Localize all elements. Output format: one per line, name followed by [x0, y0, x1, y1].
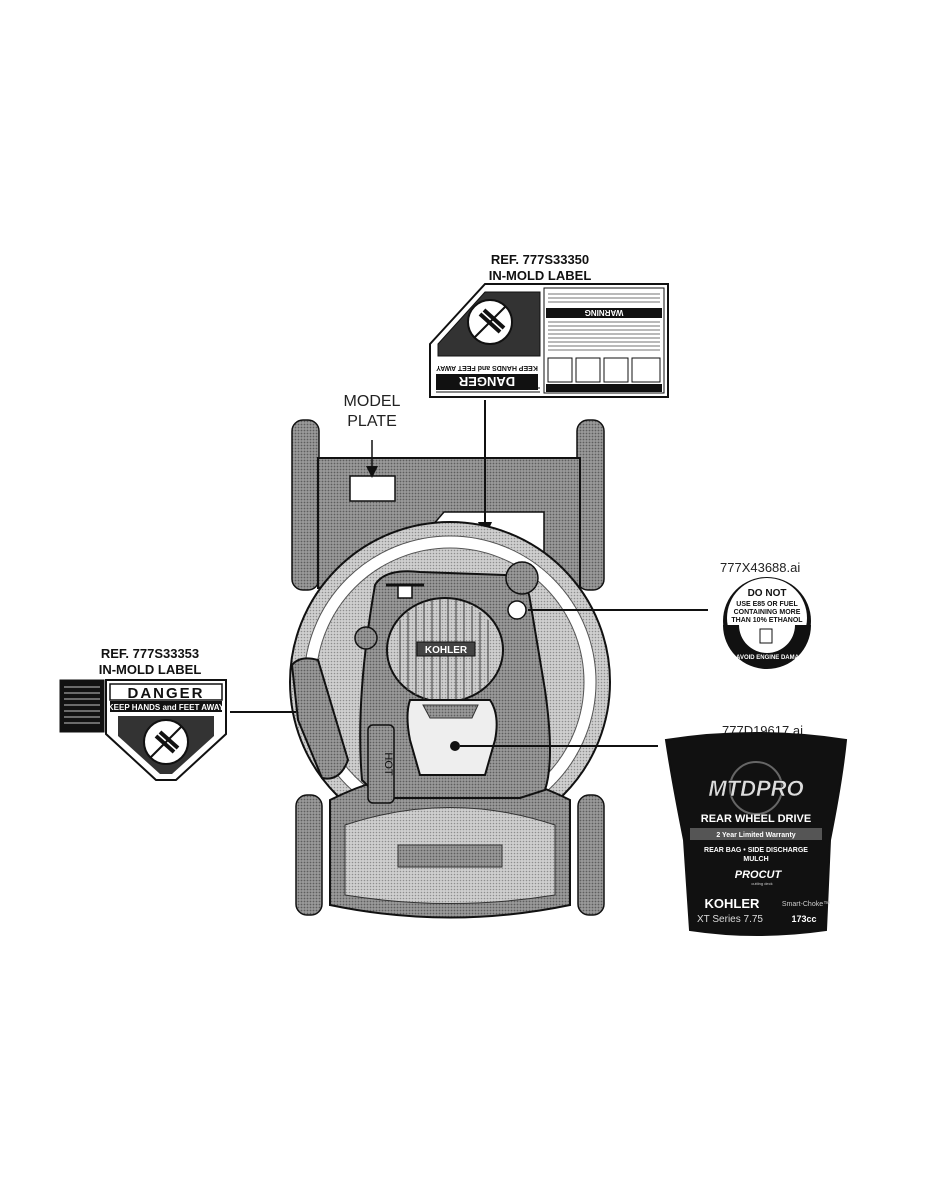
model-plate-line1: MODEL [343, 393, 401, 410]
fuel-decal-arc-text: TO AVOID ENGINE DAMAGE [726, 655, 807, 661]
fuel-decal-line4: THAN 10% ETHANOL [731, 617, 803, 624]
top-label-danger-subtitle: KEEP HANDS and FEET AWAY [436, 364, 538, 371]
front-right-wheel [577, 794, 605, 916]
brand-decal-deck-brand: PROCUT [735, 869, 783, 881]
engine-badge-text: KOHLER [425, 645, 468, 656]
brand-decal-deck-sub: cutting deck [751, 881, 772, 886]
brand-decal-displacement: 173cc [791, 914, 816, 924]
brand-decal-options-1: REAR BAG • SIDE DISCHARGE [704, 847, 808, 854]
brand-decal-warranty: 2 Year Limited Warranty [716, 832, 795, 839]
left-label-type: IN-MOLD LABEL [98, 662, 202, 677]
brand-decal-engine-series: XT Series 7.75 [697, 914, 763, 925]
left-label-danger-title: DANGER [127, 685, 204, 702]
left-label-danger-subtitle: KEEP HANDS and FEET AWAY [108, 703, 225, 712]
top-label-type: IN-MOLD LABEL [488, 268, 592, 283]
left-in-mold-label: DANGER KEEP HANDS and FEET AWAY [59, 679, 227, 781]
rear-left-wheel [291, 419, 320, 591]
model-plate-line2: PLATE [347, 413, 397, 430]
brand-decal-options-2: MULCH [743, 856, 768, 863]
fuel-decal-line3: CONTAINING MORE [734, 609, 801, 616]
brand-decal-engine-feature: Smart-Choke™ [782, 901, 830, 908]
left-label-callout: REF. 777S33353 IN-MOLD LABEL [80, 646, 220, 678]
side-discharge-door [290, 657, 350, 780]
hot-label: HOT [382, 752, 394, 776]
top-in-mold-label: DANGER KEEP HANDS and FEET AWAY WARNING [429, 283, 669, 398]
fuel-decal: DO NOT USE E85 OR FUEL CONTAINING MORE T… [723, 577, 811, 669]
fuel-decal-line1: DO NOT [748, 588, 787, 599]
front-left-wheel [295, 794, 323, 916]
model-plate-callout: MODEL PLATE [330, 392, 414, 432]
top-label-danger-title: DANGER [458, 374, 515, 389]
brand-decal-drive: REAR WHEEL DRIVE [701, 813, 811, 825]
brand-decal: MTDPRO REAR WHEEL DRIVE 2 Year Limited W… [664, 732, 848, 936]
model-plate [349, 475, 396, 502]
rear-right-wheel [576, 419, 605, 591]
fuel-decal-filename: 777X43688.ai [720, 560, 801, 575]
fuel-decal-location [507, 600, 527, 620]
fuel-cap [505, 561, 539, 595]
brand-decal-engine-brand: KOHLER [705, 896, 761, 911]
muffler [367, 724, 395, 804]
fuel-decal-line2: USE E85 OR FUEL [736, 601, 798, 608]
left-label-ref: REF. 777S33353 [100, 646, 200, 661]
brand-decal-logo: MTDPRO [708, 776, 803, 801]
top-label-callout: REF. 777S33350 IN-MOLD LABEL [470, 252, 610, 284]
top-label-ref: REF. 777S33350 [490, 252, 590, 267]
engine-shroud [406, 699, 498, 776]
top-label-warning-title: WARNING [585, 308, 624, 317]
